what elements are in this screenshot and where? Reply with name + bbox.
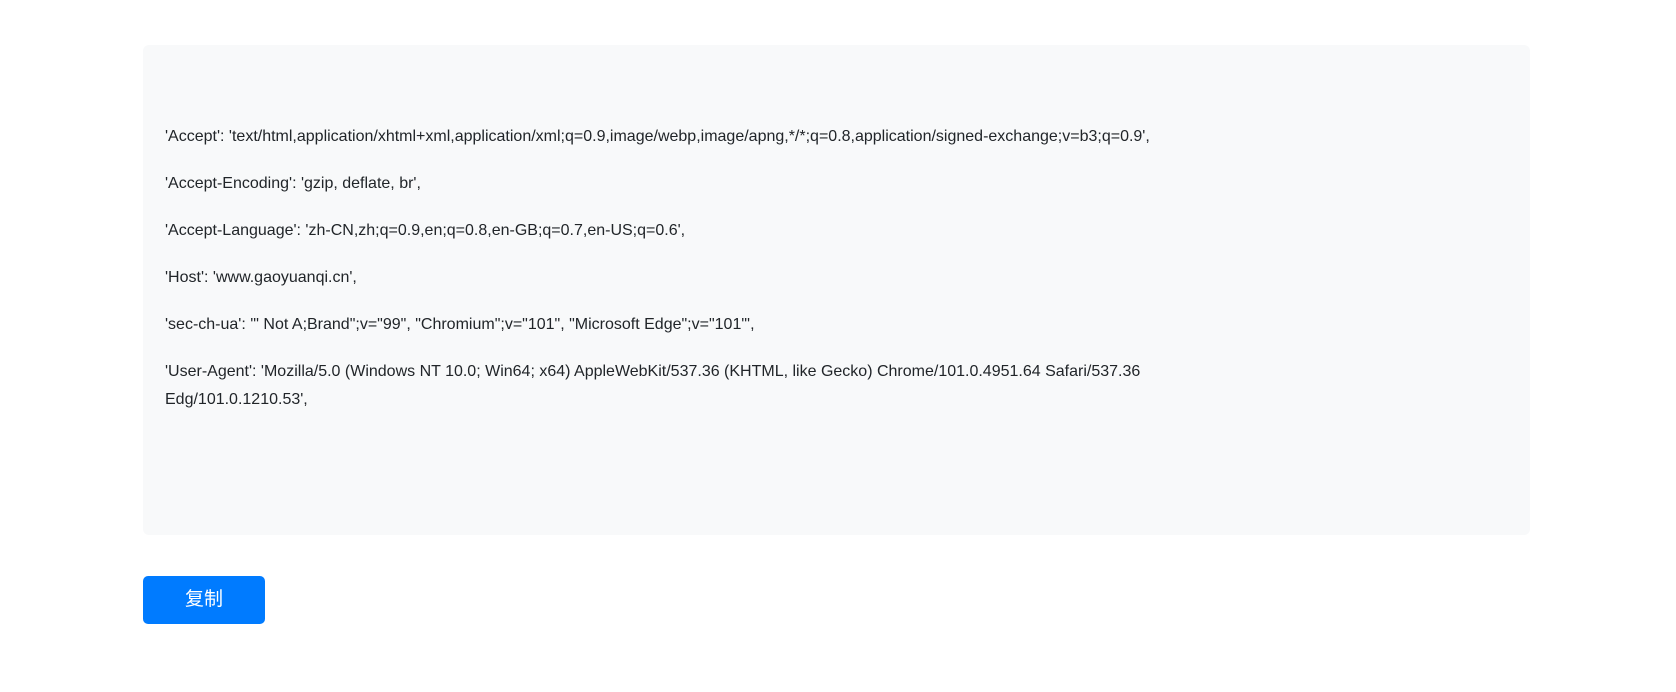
header-paragraph: 'Accept-Language': 'zh-CN,zh;q=0.9,en;q=… <box>165 217 1490 245</box>
header-line: 'Accept-Language': 'zh-CN,zh;q=0.9,en;q=… <box>165 222 686 239</box>
header-line: 'Accept': 'text/html,application/xhtml+x… <box>165 128 1150 145</box>
header-paragraph: 'Accept': 'text/html,application/xhtml+x… <box>165 123 1490 151</box>
copy-button[interactable]: 复制 <box>143 576 265 624</box>
request-headers-panel: 'Accept': 'text/html,application/xhtml+x… <box>143 45 1530 535</box>
header-line: Edg/101.0.1210.53', <box>165 391 308 408</box>
header-line: 'User-Agent': 'Mozilla/5.0 (Windows NT 1… <box>165 363 1141 380</box>
header-line: 'Accept-Encoding': 'gzip, deflate, br', <box>165 175 421 192</box>
header-paragraph: 'User-Agent': 'Mozilla/5.0 (Windows NT 1… <box>165 358 1490 414</box>
header-line: 'Host': 'www.gaoyuanqi.cn', <box>165 269 357 286</box>
header-paragraph: 'Host': 'www.gaoyuanqi.cn', <box>165 264 1490 292</box>
header-line: 'sec-ch-ua': '" Not A;Brand";v="99", "Ch… <box>165 316 755 333</box>
header-paragraph: 'sec-ch-ua': '" Not A;Brand";v="99", "Ch… <box>165 311 1490 339</box>
header-paragraph: 'Accept-Encoding': 'gzip, deflate, br', <box>165 170 1490 198</box>
request-headers-text: 'Accept': 'text/html,application/xhtml+x… <box>165 123 1490 414</box>
